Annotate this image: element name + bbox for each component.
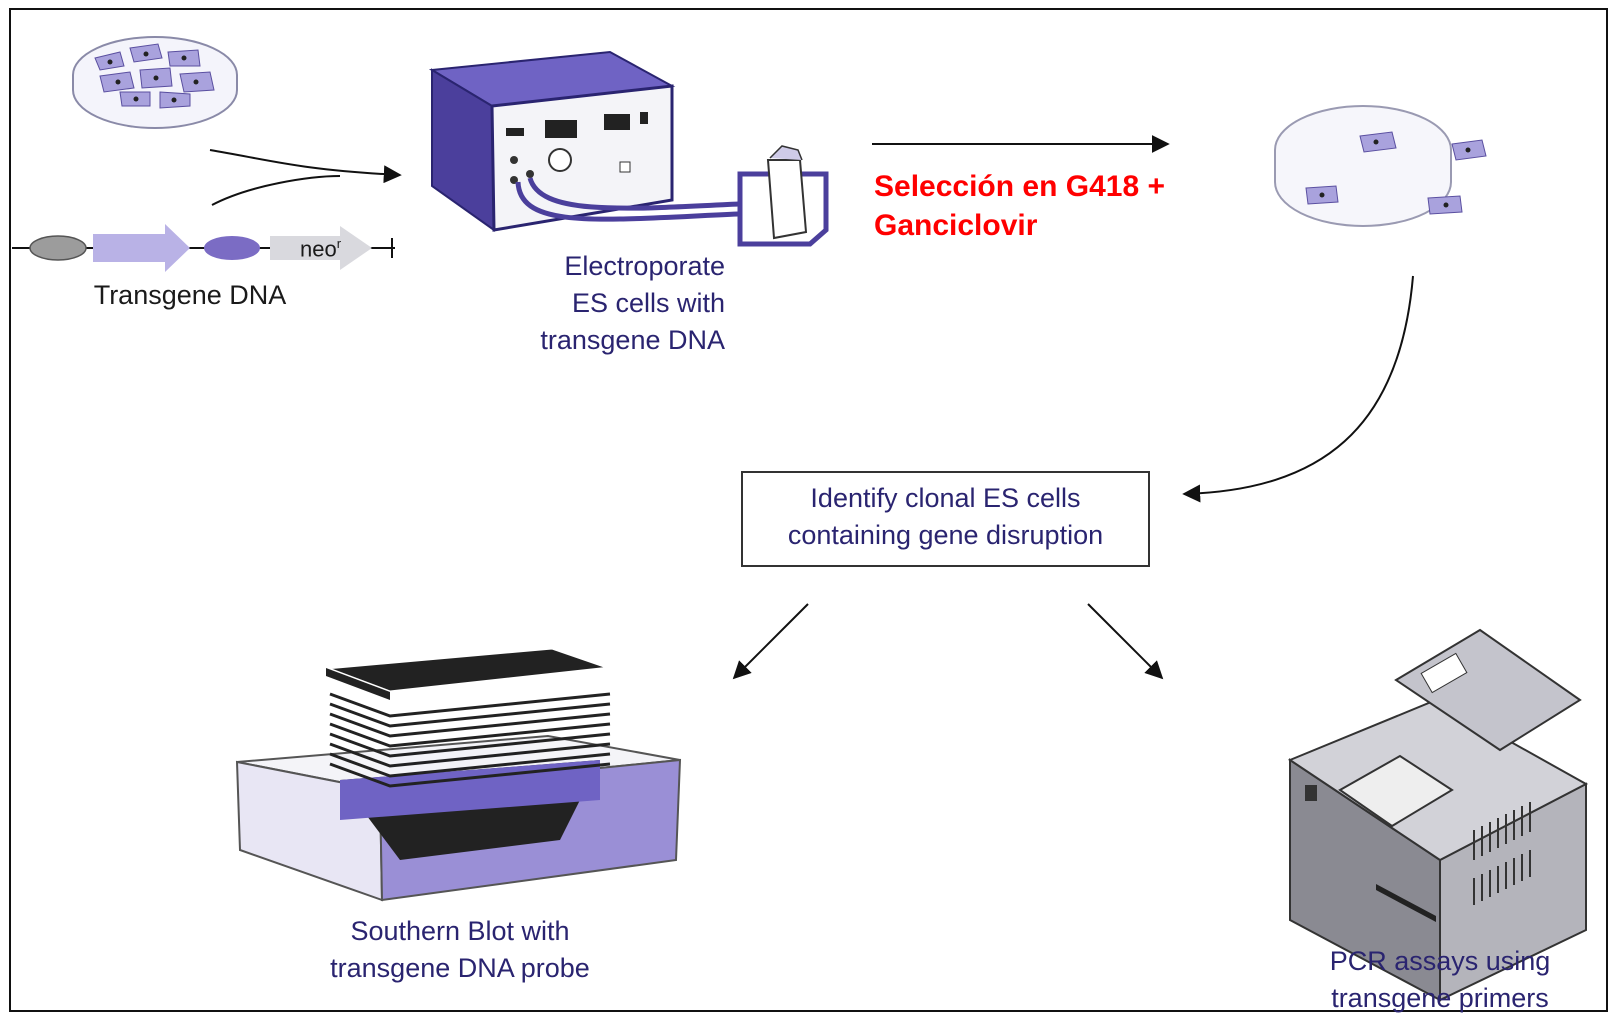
selected-colonies-dish-icon	[1274, 105, 1487, 227]
southern-blot-label: Southern Blot with transgene DNA probe	[330, 916, 590, 983]
transgene-dna-label: Transgene DNA	[93, 280, 287, 310]
dish-to-electroporator-arrow	[209, 149, 402, 184]
selection-label: Selección en G418 + Ganciclovir	[874, 170, 1165, 242]
petri-dish-icon	[72, 36, 238, 129]
to-southern-arrow	[732, 603, 809, 680]
transgene-construct-icon	[12, 224, 395, 272]
electroporator-cable-2	[527, 177, 739, 211]
pcr-label: PCR assays using transgene primers	[1329, 946, 1551, 1013]
identify-box	[741, 471, 1150, 567]
neo-marker-label: neor	[300, 236, 342, 262]
electroporator-cable	[515, 181, 739, 222]
southern-blot-icon	[235, 646, 682, 902]
diagram-frame	[9, 8, 1608, 1012]
electroporate-label: Electroporate ES cells with transgene DN…	[540, 251, 725, 355]
dna-to-electroporator-arrow	[211, 175, 341, 206]
cuvette-icon	[737, 145, 829, 247]
to-pcr-arrow	[1087, 603, 1164, 680]
identify-label: Identify clonal ES cells containing gene…	[787, 483, 1104, 550]
to-identify-arrow	[1182, 275, 1414, 503]
pcr-machine-icon	[1287, 628, 1589, 1002]
electroporator-icon	[428, 50, 676, 232]
